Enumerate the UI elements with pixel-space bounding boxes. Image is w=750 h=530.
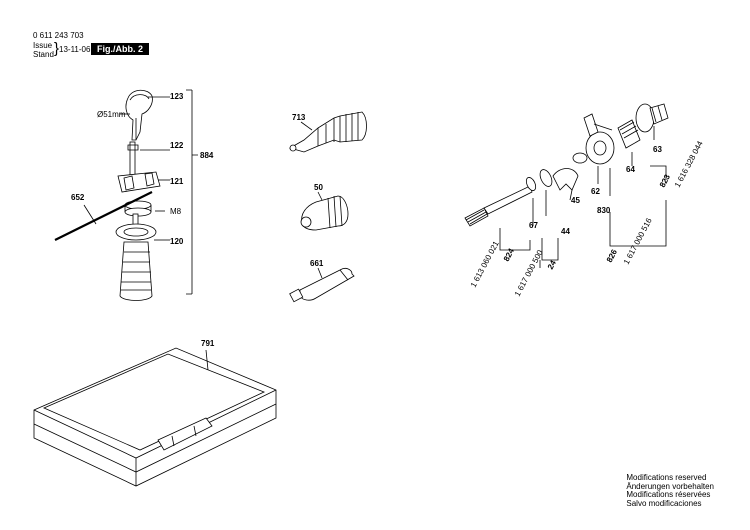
dust-cup-part (125, 89, 153, 141)
label-824: 824 (502, 246, 516, 262)
part-number-1613060021: 1 613 060 021 (469, 239, 501, 289)
label-123: 123 (170, 92, 184, 101)
side-handle-part (115, 223, 157, 301)
keyless-chuck-713 (288, 111, 367, 153)
label-830: 830 (597, 206, 611, 215)
label-713: 713 (292, 113, 306, 122)
issue-label: Issue (33, 41, 53, 50)
long-rod-part (54, 191, 153, 241)
label-67: 67 (529, 221, 538, 230)
issue-date: 13-11-06 (59, 45, 91, 54)
label-661: 661 (310, 259, 324, 268)
label-63: 63 (653, 145, 662, 154)
note-line: Änderungen vorbehalten (626, 481, 714, 491)
depth-stop-assembly (54, 89, 198, 301)
label-826: 826 (605, 247, 619, 263)
carrying-case-791 (33, 347, 277, 487)
label-120: 120 (170, 237, 184, 246)
part-number-1616328044: 1 616 328 044 (673, 139, 705, 189)
label-62: 62 (591, 187, 600, 196)
label-823: 823 (658, 172, 672, 188)
note-line: Salvo modificaciones (626, 498, 702, 508)
label-121: 121 (170, 177, 184, 186)
label-45: 45 (571, 196, 580, 205)
brace: } (54, 40, 60, 57)
clamp-part (117, 171, 161, 217)
stand-label: Stand (33, 50, 54, 59)
label-884: 884 (200, 151, 214, 160)
chuck-50 (300, 191, 349, 231)
label-m8: M8 (170, 207, 182, 216)
label-64: 64 (626, 165, 635, 174)
label-652: 652 (71, 193, 85, 202)
gear-assembly (464, 103, 669, 268)
grease-tube-661 (289, 267, 355, 303)
label-diameter: Ø51mm (97, 110, 126, 119)
note-line: Modifications réservées (626, 490, 711, 500)
figure-label: Fig./Abb. 2 (91, 43, 149, 55)
label-44: 44 (561, 227, 570, 236)
modifications-notes: Modifications reserved Änderungen vorbeh… (626, 473, 714, 508)
label-50: 50 (314, 183, 323, 192)
note-line: Modifications reserved (626, 473, 707, 482)
part-number-1617000500: 1 617 000 500 (513, 248, 545, 298)
label-122: 122 (170, 141, 184, 150)
document-number: 0 611 243 703 (33, 31, 84, 40)
label-791: 791 (201, 339, 215, 348)
part-number-1617000516: 1 617 000 516 (622, 216, 654, 266)
